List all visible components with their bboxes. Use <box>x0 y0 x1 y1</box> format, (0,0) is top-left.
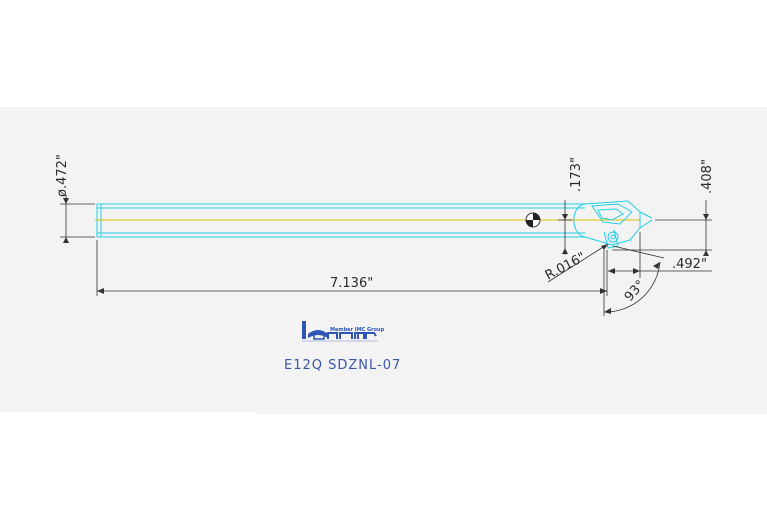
dim-overall-length-label: 7.136" <box>330 276 373 291</box>
dim-overall-length: 7.136" <box>96 240 608 296</box>
dim-shank-diameter: ø.472" <box>55 154 95 243</box>
dim-radius: R.016" <box>543 243 609 284</box>
iscar-logo-icon: Member IMC Group <box>302 321 385 342</box>
dim-173-label: .173" <box>569 157 584 192</box>
logo-tagline: Member IMC Group <box>330 327 385 333</box>
dim-408: .408" <box>612 159 715 256</box>
part-number: E12Q SDZNL-07 <box>284 358 401 373</box>
dim-492: .492" <box>608 232 712 278</box>
boring-bar-shank <box>96 203 585 238</box>
dim-radius-label: R.016" <box>543 250 588 284</box>
center-mark-icon <box>525 212 541 228</box>
dim-492-label: .492" <box>672 257 707 272</box>
dim-angle: 93° <box>603 245 665 316</box>
dim-angle-label: 93° <box>622 278 649 305</box>
cutting-head <box>573 200 653 249</box>
drawing-sheet-right <box>255 107 767 414</box>
dim-408-label: .408" <box>700 159 715 194</box>
dim-shank-diameter-label: ø.472" <box>55 154 70 197</box>
dim-173: .173" <box>558 157 584 255</box>
